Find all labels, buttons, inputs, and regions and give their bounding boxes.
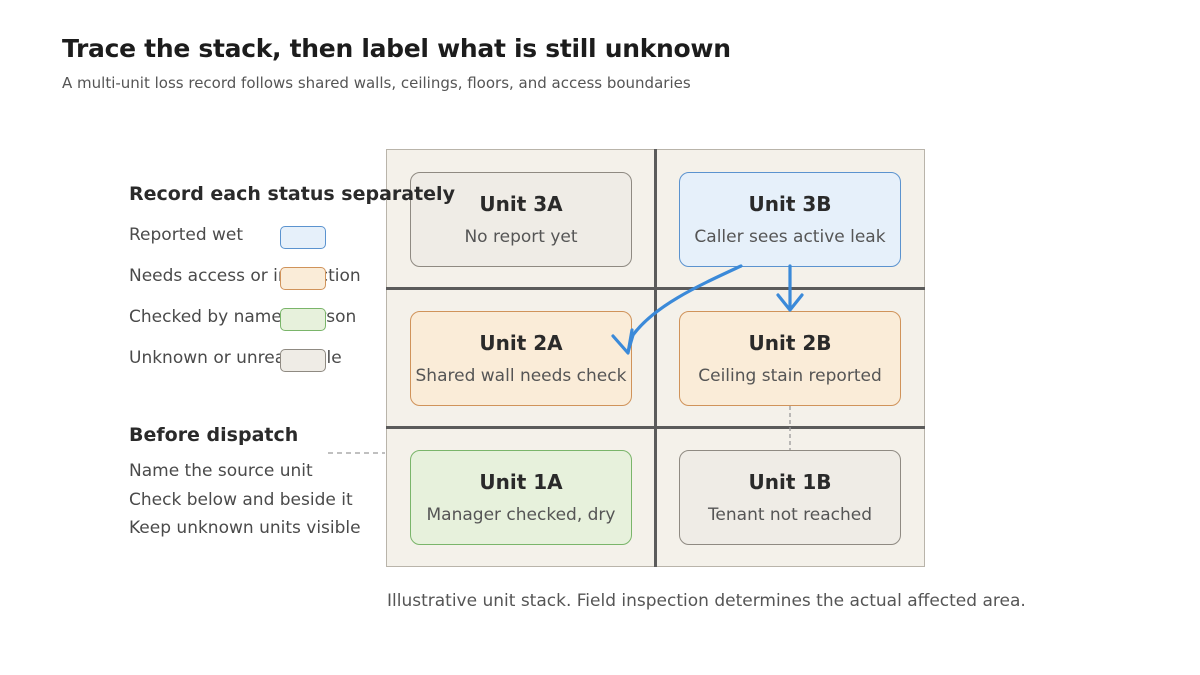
unit-status: Tenant not reached (707, 505, 873, 525)
unit-2a[interactable]: Unit 2A Shared wall needs check (410, 311, 632, 406)
unit-name: Unit 3B (748, 192, 832, 216)
legend-swatch-reported-wet (280, 226, 326, 249)
before-dispatch-heading: Before dispatch (129, 424, 299, 446)
unit-3b[interactable]: Unit 3B Caller sees active leak (679, 172, 901, 267)
before-dispatch-item: Keep unknown units visible (129, 518, 361, 538)
legend-swatch-needs-access (280, 267, 326, 290)
unit-1b[interactable]: Unit 1B Tenant not reached (679, 450, 901, 545)
unit-status: Ceiling stain reported (698, 366, 882, 386)
legend-swatch-unknown (280, 349, 326, 372)
unit-3a[interactable]: Unit 3A No report yet (410, 172, 632, 267)
unit-1a[interactable]: Unit 1A Manager checked, dry (410, 450, 632, 545)
unit-status: No report yet (464, 227, 578, 247)
legend-label-reported-wet: Reported wet (129, 225, 244, 245)
stack-divider-vertical (654, 149, 657, 567)
unit-2b[interactable]: Unit 2B Ceiling stain reported (679, 311, 901, 406)
page-title: Trace the stack, then label what is stil… (62, 34, 731, 63)
before-dispatch-item: Check below and beside it (129, 490, 353, 510)
unit-name: Unit 3A (479, 192, 563, 216)
page-subtitle: A multi-unit loss record follows shared … (62, 74, 691, 92)
unit-status: Shared wall needs check (415, 366, 627, 386)
diagram-caption: Illustrative unit stack. Field inspectio… (387, 591, 1026, 611)
unit-name: Unit 2B (748, 331, 832, 355)
stack-divider-floor-2-1 (386, 426, 925, 429)
unit-status: Caller sees active leak (694, 227, 886, 247)
stack-divider-floor-3-2 (386, 287, 925, 290)
before-dispatch-item: Name the source unit (129, 461, 313, 481)
unit-name: Unit 1A (479, 470, 563, 494)
legend-heading: Record each status separately (129, 183, 455, 205)
unit-status: Manager checked, dry (426, 505, 616, 525)
unit-name: Unit 1B (748, 470, 832, 494)
unit-name: Unit 2A (479, 331, 563, 355)
legend-swatch-checked (280, 308, 326, 331)
